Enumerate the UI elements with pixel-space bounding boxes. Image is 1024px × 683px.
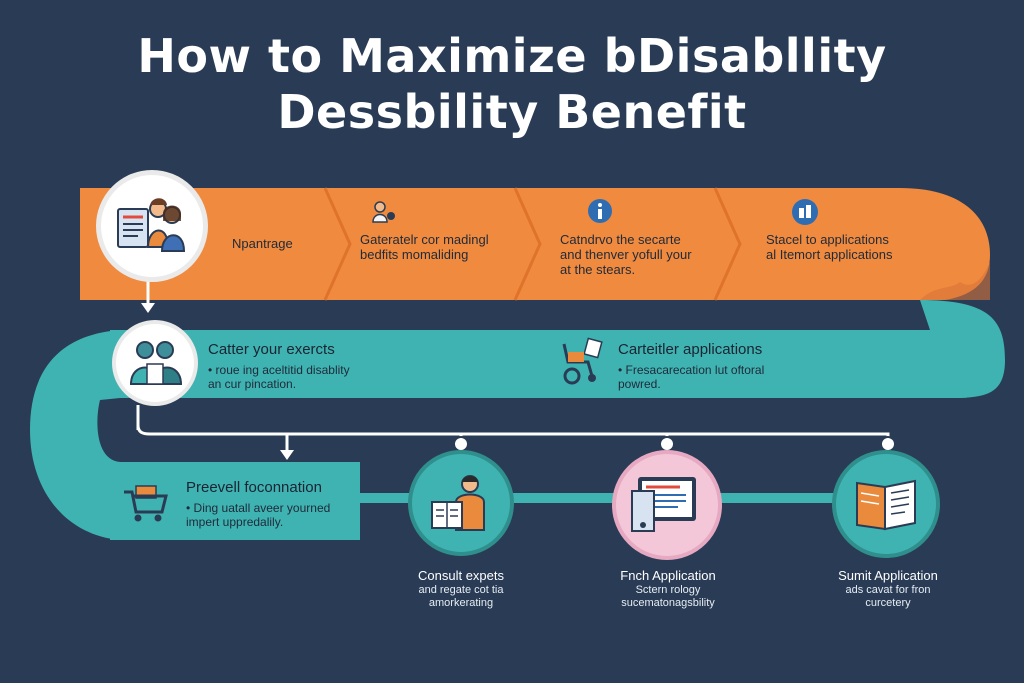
top-segment-2: Gateratelr cor madingl bedfits momalidin…	[360, 232, 520, 262]
person-gear-icon	[372, 201, 395, 223]
connector-dots	[453, 436, 896, 452]
step-desc-consult-2: amorkerating	[428, 597, 494, 609]
step-circle-finish	[612, 450, 722, 560]
top-segment-3-icon-wrap	[587, 198, 613, 229]
step-desc-submit-2: curcetery	[865, 597, 911, 609]
bottom-desc-1: • Ding uatall aveer yourned	[186, 501, 331, 515]
top-segment-2-icon-wrap	[370, 198, 398, 231]
middle-right-text: Carteitler applications • Fresacarecatio…	[618, 342, 878, 391]
bottom-text: Preevell foconnation • Ding uatall aveer…	[186, 480, 356, 529]
step-label-submit: Sumit Application ads cavat for fron cur…	[803, 568, 973, 610]
step-title-finish: Fnch Application	[620, 568, 716, 583]
open-book-icon	[856, 479, 916, 531]
people-document-icon	[117, 198, 186, 252]
person-reading-icon	[431, 475, 485, 531]
orange-band-wave	[920, 262, 990, 300]
teal-middle-band	[110, 330, 1000, 398]
middle-left-text: Catter your exercts • roue ing aceltitid…	[208, 342, 448, 391]
bottom-title: Preevell foconnation	[186, 479, 322, 496]
arrow-heads	[141, 303, 294, 460]
middle-left-circle	[112, 320, 198, 406]
middle-left-title: Catter your exercts	[208, 341, 335, 358]
info-icon	[588, 199, 612, 223]
top-segment-3: Catndrvo the secarte and thenver yofull …	[560, 232, 730, 277]
page-title: How to Maximize bDisabllity Dessbility B…	[0, 28, 1024, 140]
step-title-consult: Consult expets	[418, 568, 504, 583]
middle-left-desc-2: an cur pincation.	[208, 377, 297, 391]
middle-right-desc-1: • Fresacarecation lut oftoral	[618, 363, 765, 377]
bottom-desc-2: impert uppredalily.	[186, 515, 284, 529]
step-circle-consult	[408, 450, 514, 556]
step-desc-consult-1: and regate cot tia	[418, 584, 504, 596]
cart-icon	[124, 485, 168, 522]
building-icon	[792, 199, 818, 225]
top-segment-3-line-3: at the stears.	[560, 262, 636, 277]
step-desc-finish-2: sucematonagsbility	[621, 597, 715, 609]
title-line-1: How to Maximize bDisabllity	[137, 29, 887, 83]
step-label-consult: Consult expets and regate cot tia amorke…	[376, 568, 546, 610]
intro-circle	[96, 170, 208, 282]
orange-band	[80, 188, 990, 300]
teal-bottom-band	[110, 462, 360, 540]
step-desc-submit-1: ads cavat for fron	[845, 584, 931, 596]
top-segment-3-line-2: and thenver yofull your	[560, 247, 692, 262]
top-segment-1: Npantrage	[232, 236, 322, 251]
top-segment-4-icon-wrap	[791, 198, 819, 231]
middle-right-title: Carteitler applications	[618, 341, 763, 358]
top-segment-1-line: Npantrage	[232, 236, 293, 251]
top-segment-4-line-2: al Itemort applications	[766, 247, 893, 262]
middle-right-icon-wrap	[556, 336, 606, 391]
title-line-2: Dessbility Benefit	[277, 85, 747, 139]
top-segment-3-line-1: Catndrvo the secarte	[560, 232, 681, 247]
document-screen-icon	[631, 477, 696, 532]
teal-left-loop	[30, 330, 120, 540]
wheelchair-icon	[562, 337, 603, 385]
top-segment-4: Stacel to applications al Itemort applic…	[766, 232, 936, 262]
step-title-submit: Sumit Application	[838, 568, 938, 583]
top-segment-2-line-1: Gateratelr cor madingl	[360, 232, 489, 247]
top-segment-4-line-1: Stacel to applications	[766, 232, 889, 247]
top-segment-2-line-2: bedfits momaliding	[360, 247, 469, 262]
two-people-icon	[129, 341, 183, 385]
step-circle-submit	[832, 450, 940, 558]
orange-dividers	[323, 187, 742, 301]
middle-right-desc-2: powred.	[618, 377, 661, 391]
bottom-icon-wrap	[122, 482, 168, 529]
step-label-finish: Fnch Application Sctern rology sucematon…	[583, 568, 753, 610]
middle-left-desc-1: • roue ing aceltitid disablity	[208, 363, 350, 377]
step-desc-finish-1: Sctern rology	[635, 584, 701, 596]
